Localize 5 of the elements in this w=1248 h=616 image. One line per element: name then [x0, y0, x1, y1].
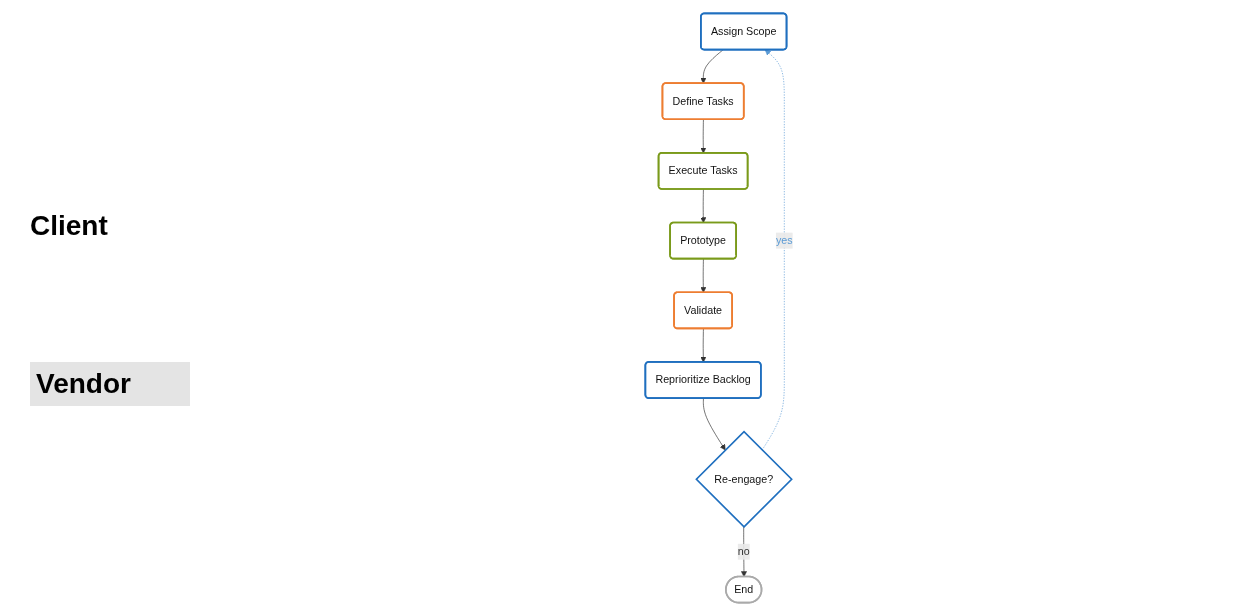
lane-label: Vendor — [30, 362, 190, 406]
node-diamond: Re-engage? — [695, 430, 793, 529]
edge-label: yes — [775, 234, 793, 246]
lane-label: Client — [30, 210, 109, 242]
edge-label: no — [737, 545, 750, 558]
